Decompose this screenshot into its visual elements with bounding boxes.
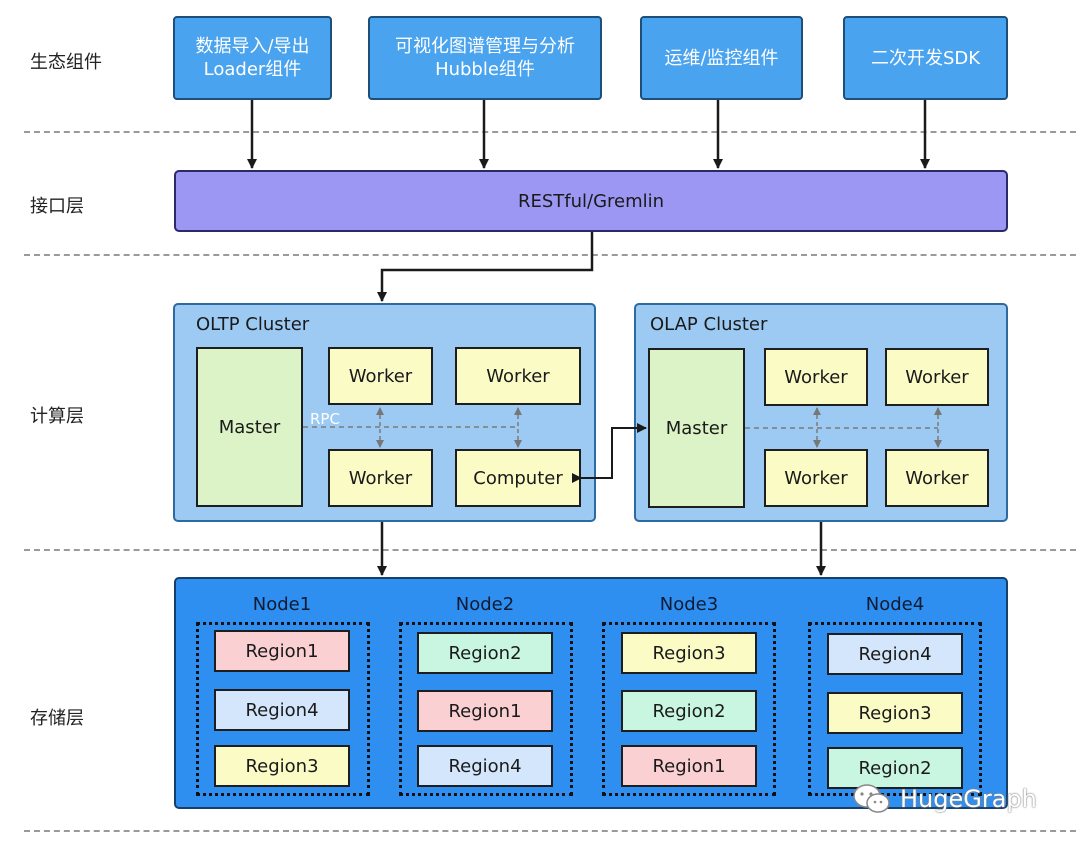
wechat-icon [853, 784, 890, 813]
ecosystem-ops-box: 运维/监控组件 [640, 16, 803, 100]
olap-worker: Worker [764, 449, 868, 507]
region-box: Region1 [621, 745, 757, 787]
rpc-label: RPC [310, 410, 340, 428]
region-box: Region2 [827, 747, 963, 789]
region-box: Region3 [621, 632, 757, 674]
olap-master: Master [648, 348, 745, 508]
ecosystem-hubble-box: 可视化图谱管理与分析 Hubble组件 [368, 16, 602, 100]
ecosystem-sdk-box: 二次开发SDK [843, 16, 1008, 100]
watermark-text: HugeGraph [900, 785, 1037, 813]
olap-worker: Worker [885, 348, 989, 406]
layer-separator [24, 549, 1076, 551]
restful-gremlin-bar: RESTful/Gremlin [174, 170, 1008, 232]
region-box: Region2 [621, 690, 757, 732]
layer-separator [24, 830, 1076, 832]
eco-box-line: 可视化图谱管理与分析 [395, 36, 575, 57]
oltp-cluster-title: OLTP Cluster [196, 314, 310, 335]
node-group [196, 622, 370, 796]
oltp-worker: Worker [328, 449, 433, 507]
node-title: Node1 [252, 594, 312, 615]
oltp-worker: Worker [455, 347, 581, 405]
node-group [399, 622, 573, 796]
layer-label-interface: 接口层 [30, 196, 84, 217]
region-box: Region4 [417, 745, 553, 787]
region-box: Region4 [214, 689, 350, 731]
layer-label-storage: 存储层 [30, 708, 84, 729]
eco-box-line: Loader组件 [203, 59, 302, 80]
node-group [808, 622, 982, 796]
oltp-computer: Computer [455, 449, 581, 507]
node-title: Node2 [455, 594, 515, 615]
node-title: Node4 [865, 594, 925, 615]
olap-worker: Worker [764, 348, 868, 406]
region-box: Region1 [417, 690, 553, 732]
layer-label-ecosystem: 生态组件 [30, 52, 102, 73]
layer-separator [24, 254, 1076, 256]
arrow-api-to-oltp [377, 232, 594, 302]
region-box: Region3 [827, 692, 963, 734]
region-box: Region3 [214, 745, 350, 787]
region-box: Region1 [214, 630, 350, 672]
node-group [602, 622, 776, 796]
eco-box-line: Hubble组件 [435, 59, 535, 80]
eco-box-line: 运维/监控组件 [664, 47, 779, 69]
layer-label-compute: 计算层 [30, 406, 84, 427]
layer-separator [24, 131, 1076, 133]
node-title: Node3 [659, 594, 719, 615]
region-box: Region4 [827, 633, 963, 675]
watermark: HugeGraph [852, 782, 1037, 816]
region-box: Region2 [417, 632, 553, 674]
eco-box-line: 二次开发SDK [870, 47, 981, 69]
olap-cluster-title: OLAP Cluster [650, 314, 768, 335]
olap-worker: Worker [885, 449, 989, 507]
oltp-worker: Worker [328, 347, 433, 405]
eco-box-line: 数据导入/导出 [195, 36, 310, 57]
oltp-master: Master [196, 347, 303, 507]
ecosystem-loader-box: 数据导入/导出 Loader组件 [173, 16, 332, 100]
